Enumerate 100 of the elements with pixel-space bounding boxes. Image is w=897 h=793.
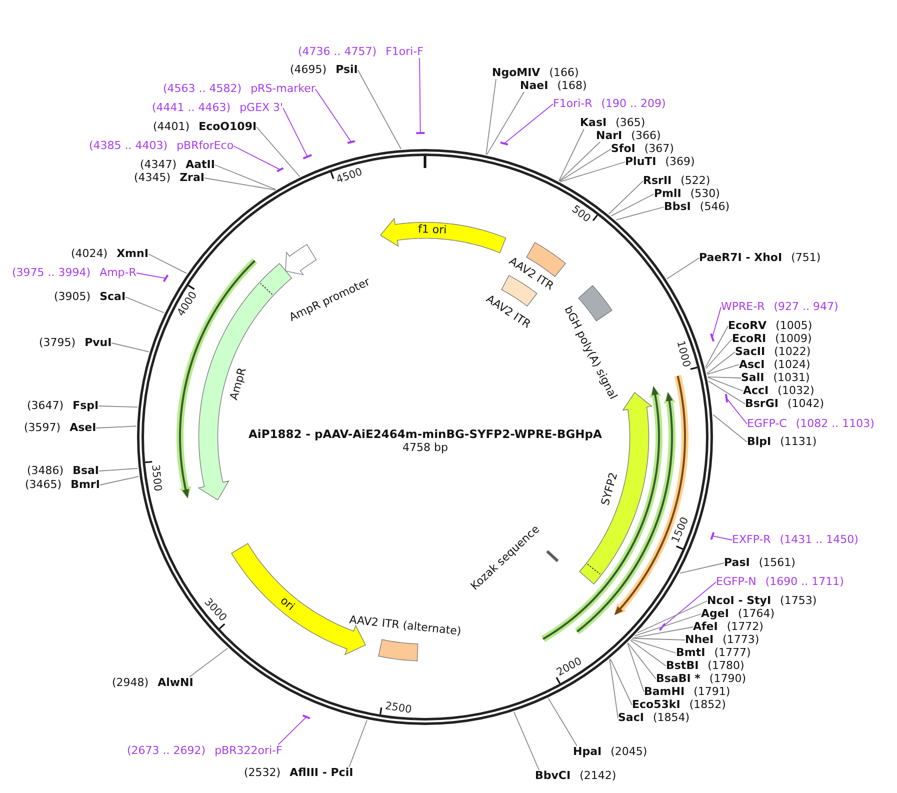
enzyme-name: FspI (72, 400, 99, 412)
scale-label: 1000 (674, 339, 693, 368)
leader-line (125, 296, 165, 314)
leader-line (98, 468, 138, 472)
site-position: (166) (549, 67, 579, 79)
leader-line (662, 582, 716, 628)
primer-position: (4736 .. 4757) (298, 46, 377, 58)
leader-line (486, 92, 524, 156)
site-position: (1772) (726, 621, 764, 633)
primer-position: (1690 .. 1711) (765, 576, 844, 588)
site-position: (367) (644, 143, 674, 155)
site-position: (1131) (780, 436, 817, 448)
enzyme-name: NheI (685, 634, 714, 646)
leader-line (233, 146, 281, 170)
leader-line (559, 148, 612, 182)
enzyme-name: SacI (618, 712, 644, 724)
primer-position: (190 .. 209) (601, 98, 666, 110)
leader-line (610, 194, 654, 216)
leader-line (707, 376, 744, 392)
enzyme-name: PsiI (336, 64, 358, 76)
leader-line (627, 642, 656, 680)
site-position: (1852) (689, 699, 726, 711)
leader-line (632, 638, 686, 640)
leader-line (706, 364, 740, 375)
primer-name: pBR322ori-F (214, 744, 282, 757)
leader-line (504, 104, 554, 144)
site-position: (1854) (652, 712, 690, 724)
enzyme-name: BsrGI (745, 398, 778, 410)
site-position: (1022) (774, 346, 811, 358)
enzyme-name: SalI (741, 372, 764, 384)
leader-line (610, 658, 632, 706)
site-position: (530) (690, 188, 720, 200)
site-position: (3647) (27, 400, 64, 412)
site-position: (1773) (722, 634, 760, 646)
scale-label: 1500 (670, 515, 692, 545)
site-position: (1042) (787, 398, 824, 410)
site-position: (3905) (54, 291, 91, 303)
enzyme-name: AfeI (693, 621, 718, 633)
leader-line (357, 70, 402, 150)
enzyme-name: NgoMIV (492, 67, 540, 79)
site-position: (2045) (610, 746, 648, 758)
site-position: (4695) (290, 64, 327, 76)
primer-mark (710, 333, 714, 342)
primer-mark (658, 623, 666, 631)
enzyme-name: EcoRI (732, 333, 766, 345)
site-position: (2142) (580, 770, 616, 782)
leader-line (314, 88, 352, 143)
primer-position: (2673 .. 2692) (127, 744, 206, 757)
site-position: (4024) (71, 248, 108, 260)
primer-name: F1ori-F (386, 46, 424, 58)
leader-line (486, 78, 496, 155)
leader-line (348, 720, 368, 768)
site-position: (369) (665, 156, 695, 168)
enzyme-name: ScaI (100, 291, 126, 303)
primer-position: (4441 .. 4463) (152, 102, 231, 114)
enzyme-name: AccI (743, 385, 769, 397)
site-position: (1005) (776, 320, 812, 332)
enzyme-name: BmrI (70, 479, 100, 491)
enzyme-name: AgeI (701, 608, 729, 620)
feature-label: AAV2 ITR (alternate) (348, 614, 462, 638)
enzyme-name: KasI (580, 117, 607, 129)
feature-label: SYFP2 (599, 470, 620, 506)
primer-mark (347, 140, 356, 144)
site-position: (365) (616, 117, 646, 129)
enzyme-name: HpaI (573, 746, 602, 758)
enzyme-name: NarI (596, 130, 622, 142)
primer-name: WPRE-R (721, 301, 765, 313)
scale-label: 2500 (384, 700, 412, 716)
site-position: (1024) (774, 358, 810, 371)
site-position: (1791) (694, 686, 730, 698)
site-position: (3597) (24, 422, 61, 434)
leader-line (615, 206, 664, 220)
primer-position: (3975 .. 3994) (12, 267, 91, 279)
site-position: (2948) (112, 677, 149, 689)
enzyme-name: PaeR7I - XhoI (699, 252, 782, 264)
site-position: (1561) (758, 557, 796, 569)
leader-line (705, 326, 728, 368)
feature-label: f1 ori (418, 224, 447, 237)
leader-line (708, 380, 746, 404)
leader-line (282, 108, 308, 158)
site-position: (1032) (778, 385, 814, 397)
primer-mark (276, 167, 284, 172)
primer-mark (724, 394, 728, 402)
leader-line (514, 712, 540, 770)
enzyme-name: BbvCI (535, 770, 571, 782)
leader-line (712, 414, 748, 442)
leader-line (705, 338, 732, 370)
leader-line (712, 535, 732, 540)
enzyme-name: BlpI (747, 436, 772, 448)
scale-label: 4500 (335, 165, 364, 186)
enzyme-name: ZraI (180, 172, 204, 184)
primer-position: (927 .. 947) (774, 301, 838, 313)
primer-mark (162, 274, 169, 282)
enzyme-name: NaeI (520, 80, 548, 92)
site-position: (3486) (27, 465, 64, 477)
leader-line (96, 426, 137, 428)
leader-line (558, 128, 584, 182)
leader-line (609, 658, 618, 718)
primer-name: pRS-marker (250, 83, 316, 95)
site-position: (4401) (153, 121, 190, 133)
